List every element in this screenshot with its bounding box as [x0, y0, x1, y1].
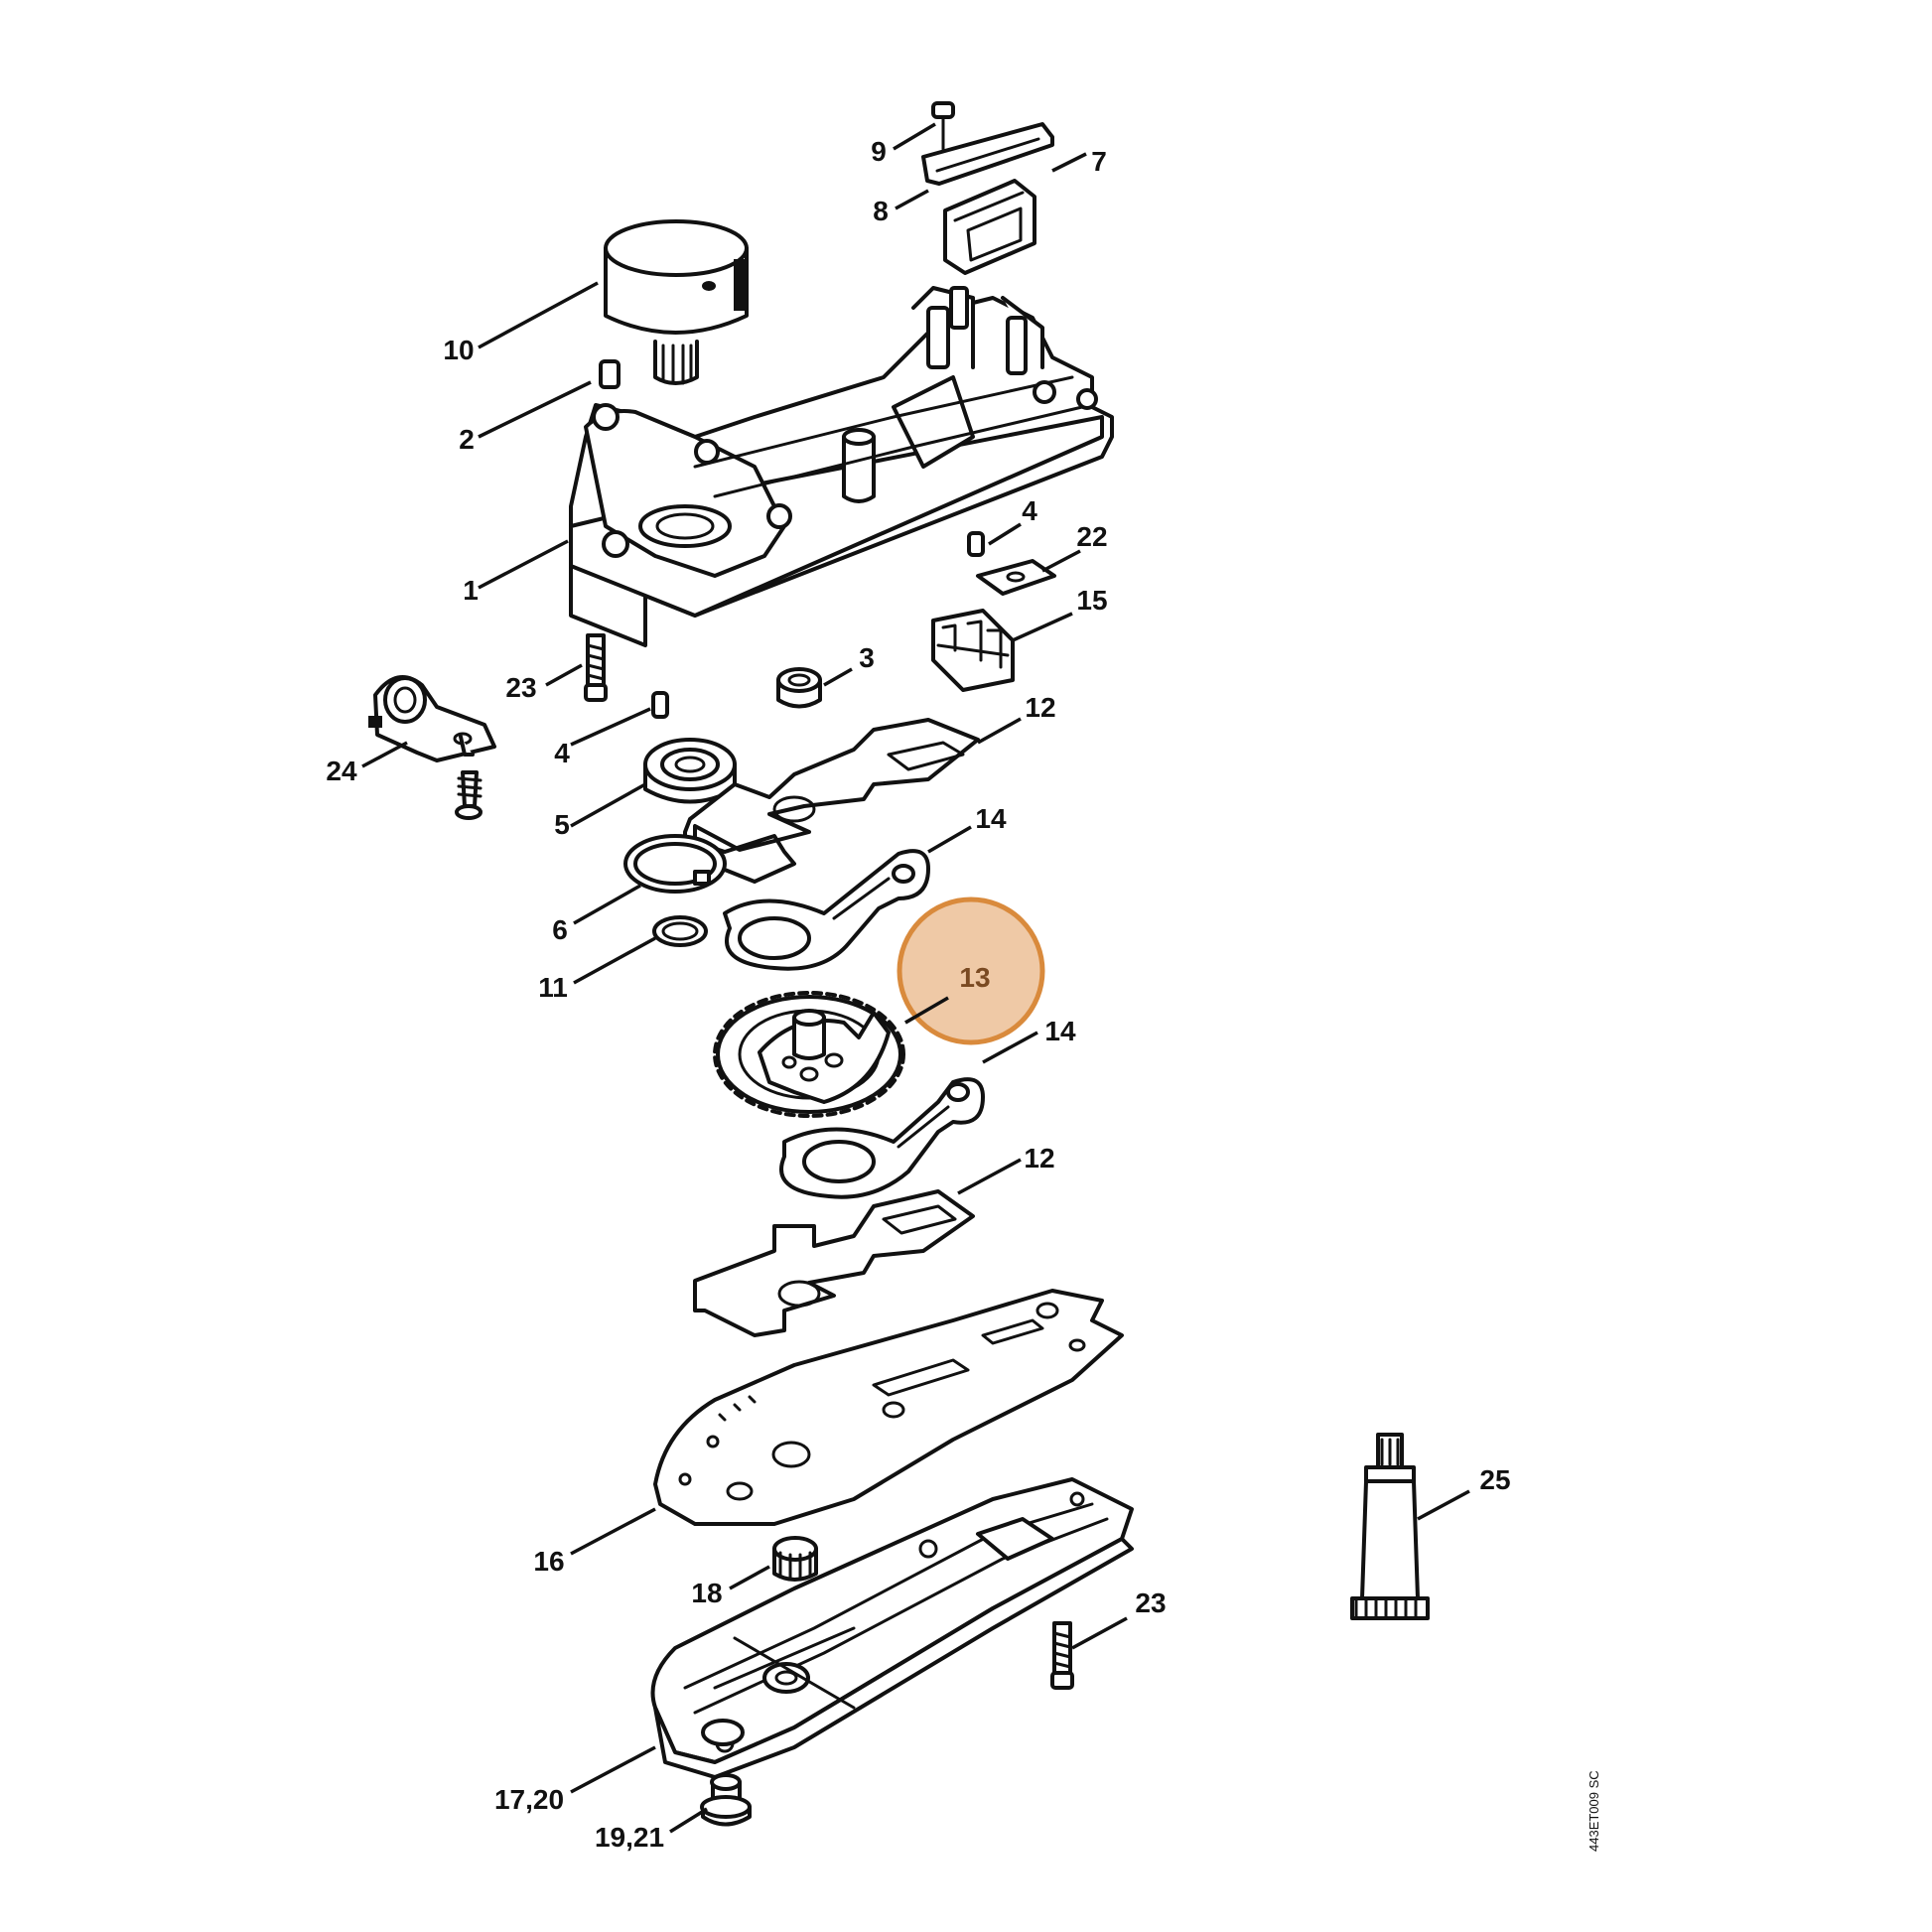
callout-12-lower: 12	[1024, 1143, 1054, 1173]
callout-2: 2	[459, 424, 475, 455]
part-4-pin-lower	[651, 691, 669, 719]
leader-13-inner	[904, 996, 949, 1025]
leader-8	[895, 189, 929, 210]
callout-9: 9	[871, 136, 887, 167]
callout-8: 8	[873, 196, 889, 226]
leader-14a	[927, 825, 972, 854]
leader-25	[1417, 1489, 1470, 1521]
callout-4-upper: 4	[1022, 495, 1037, 526]
leader-7	[1051, 152, 1087, 173]
callout-14-upper: 14	[975, 803, 1007, 834]
highlight-label: 13	[959, 962, 990, 993]
part-23-screw-lower	[1050, 1621, 1074, 1690]
part-18-sleeve	[772, 1536, 818, 1582]
callout-12-upper: 12	[1025, 692, 1055, 723]
leader-16	[570, 1507, 656, 1556]
leader-3	[823, 667, 853, 687]
part-13-gear	[713, 991, 905, 1118]
part-12-shim-lower	[693, 1189, 975, 1337]
leader-24	[361, 741, 408, 768]
highlight-marker[interactable]: 13	[897, 897, 1045, 1045]
part-1-housing	[569, 286, 1114, 647]
leader-4a	[988, 522, 1022, 546]
leader-22	[1041, 549, 1081, 573]
part-10-drum	[604, 219, 749, 385]
leader-15	[1012, 612, 1073, 642]
leader-5	[570, 782, 646, 828]
part-12-shim-upper	[683, 718, 980, 884]
part-15-clip	[931, 609, 1015, 692]
callout-7: 7	[1091, 146, 1107, 177]
part-17-20-bottom-housing	[650, 1477, 1134, 1779]
leader-4b	[570, 707, 651, 747]
leader-17-20	[570, 1745, 656, 1794]
part-16-gasket	[653, 1289, 1124, 1526]
callout-16: 16	[533, 1546, 564, 1577]
callout-25: 25	[1479, 1464, 1510, 1495]
part-23-screw-upper	[584, 633, 608, 702]
leader-11	[573, 936, 656, 985]
part-9-screw	[931, 101, 955, 151]
leader-12a	[977, 717, 1022, 745]
callout-11: 11	[538, 972, 568, 1003]
leader-9	[893, 122, 936, 151]
part-25-grease-tube	[1350, 1433, 1430, 1620]
leader-23a	[545, 663, 583, 687]
callout-18: 18	[691, 1578, 722, 1608]
part-11-circlip	[652, 915, 708, 947]
part-14-rod-upper	[723, 849, 930, 971]
part-24-bracket	[368, 675, 496, 762]
callout-17-20: 17,20	[494, 1784, 564, 1815]
part-7-clamp	[921, 122, 1054, 186]
part-19-21-plug	[700, 1773, 752, 1827]
leader-10	[478, 281, 599, 349]
leader-lines	[361, 122, 1470, 1834]
part-4-pin-upper	[967, 531, 985, 557]
callout-6: 6	[552, 914, 568, 945]
reference-code: 443ET009 SC	[1587, 1770, 1601, 1852]
callout-23-lower: 23	[1135, 1587, 1166, 1618]
callout-23-upper: 23	[505, 672, 536, 703]
callout-5: 5	[554, 809, 570, 840]
leader-6	[573, 884, 641, 925]
leader-2	[478, 380, 592, 439]
callout-1: 1	[463, 575, 479, 606]
callout-19-21: 19,21	[595, 1822, 664, 1853]
callout-labels: 9 7 8 10 2 1 4 22 15 23 3 24 4 12 5 14 6…	[326, 136, 1510, 1853]
part-14-rod-lower	[779, 1077, 985, 1199]
leader-14b	[982, 1031, 1038, 1064]
part-3-bush	[776, 667, 822, 709]
callout-15: 15	[1076, 585, 1107, 616]
part-24-screw	[455, 770, 483, 820]
leader-12b	[957, 1158, 1022, 1195]
leader-19-21	[669, 1807, 708, 1834]
leader-18	[729, 1565, 770, 1590]
part-22-plate	[976, 559, 1056, 596]
callout-22: 22	[1076, 521, 1107, 552]
part-8-block	[943, 179, 1036, 275]
leader-1	[478, 539, 569, 590]
part-6-snap-ring	[623, 834, 727, 894]
part-5-ball-bearing	[643, 738, 737, 804]
callout-24: 24	[326, 756, 357, 786]
callout-10: 10	[443, 335, 474, 365]
callout-14-lower: 14	[1044, 1016, 1076, 1046]
part-2-pin	[599, 359, 621, 389]
callout-4-lower: 4	[554, 738, 570, 768]
callout-3: 3	[859, 642, 875, 673]
leader-23b	[1071, 1616, 1128, 1650]
